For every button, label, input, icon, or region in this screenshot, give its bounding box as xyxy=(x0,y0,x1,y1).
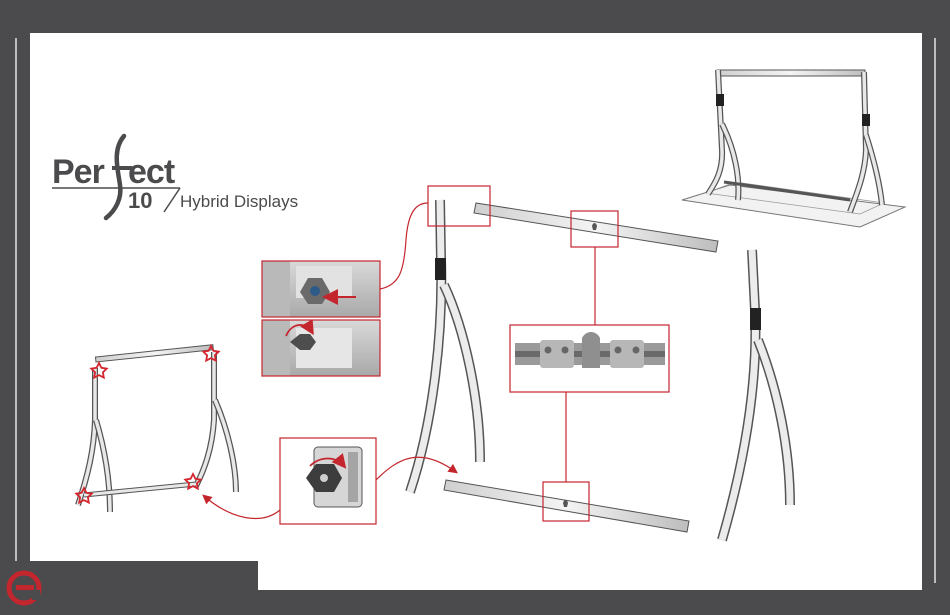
logo-wordmark-ect: ect xyxy=(128,153,175,191)
top-crossbar-illustration xyxy=(474,203,718,252)
logo-wordmark-per: Per xyxy=(52,153,105,191)
detail-photo-rotate xyxy=(262,320,380,376)
logo-number: 10 xyxy=(128,188,152,213)
detail-photo-slide-in xyxy=(262,261,380,317)
red-arrow-icon xyxy=(204,496,280,518)
assembled-display-illustration xyxy=(682,70,905,227)
detail-photo-end-cap xyxy=(280,438,376,524)
right-upright-illustration xyxy=(722,250,790,540)
bottom-crossbar-illustration xyxy=(444,480,689,532)
detail-photo-connector xyxy=(510,325,669,392)
left-frame-illustration xyxy=(76,345,236,512)
product-logo: Per ect 10 Hybrid Displays xyxy=(52,136,298,218)
logo-subtitle: Hybrid Displays xyxy=(180,192,298,211)
center-upright-illustration xyxy=(410,200,480,492)
logo-f-stroke xyxy=(106,136,124,218)
